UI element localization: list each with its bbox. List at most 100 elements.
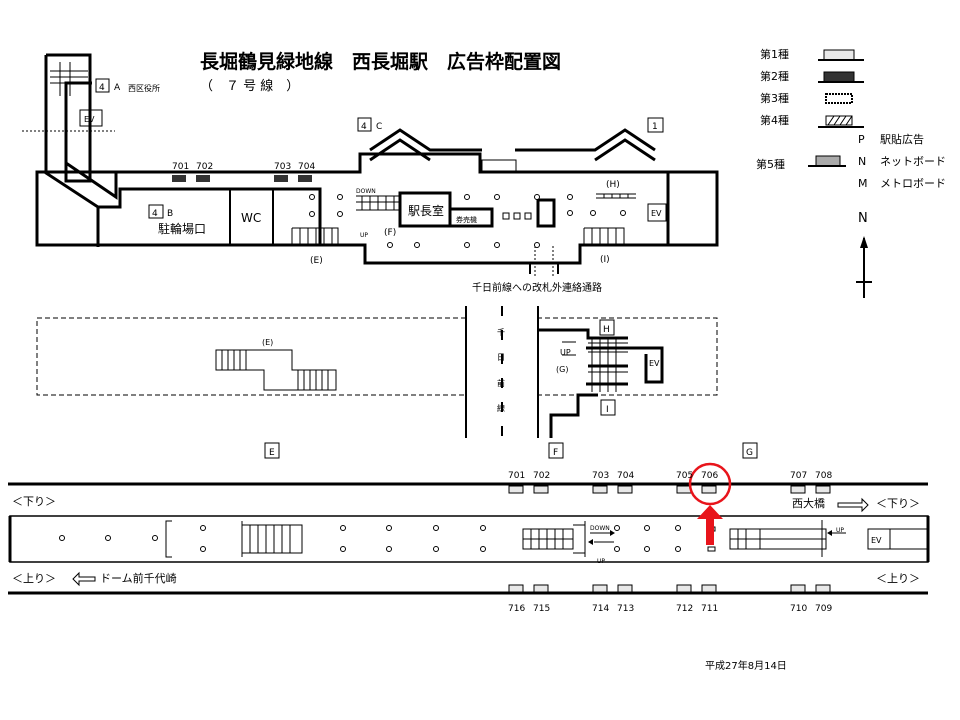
- ad-715: [533, 584, 549, 593]
- ev-label: EV: [84, 115, 95, 124]
- exit-a-number: 4: [99, 83, 105, 93]
- ad-label: 701: [172, 162, 189, 172]
- ad-716: [508, 584, 524, 593]
- down-label: DOWN: [590, 525, 610, 532]
- passage-label: 千日前線への改札外連絡通路: [472, 281, 602, 294]
- ad-713: [617, 584, 633, 593]
- ad-label: 711: [701, 604, 718, 614]
- ad-label: 703: [592, 471, 609, 481]
- ad-label: 710: [790, 604, 807, 614]
- line-name-char: 線: [497, 403, 505, 413]
- ad-703: [274, 175, 288, 182]
- legend-type2: 第2種: [760, 69, 789, 83]
- ad-709: [815, 584, 831, 593]
- legend-type3-swatch: [825, 93, 853, 104]
- ad-label: 709: [815, 604, 832, 614]
- wc-label: WC: [241, 211, 261, 225]
- exit-h-label: H: [603, 325, 610, 335]
- ticket-machine-label: 券売機: [456, 215, 477, 224]
- ad-711: [701, 584, 717, 593]
- line-name-char: 千: [497, 327, 505, 337]
- legend-p-label: 駅貼広告: [880, 132, 924, 146]
- up-label: UP: [560, 348, 571, 357]
- zone-e-label: E: [269, 448, 275, 458]
- up-label: UP: [597, 558, 605, 565]
- legend-type4-swatch: [825, 115, 853, 126]
- legend-type4: 第4種: [760, 113, 789, 127]
- ad-label: 713: [617, 604, 634, 614]
- legend-n-letter: N: [858, 155, 866, 168]
- exit-b-letter: B: [167, 209, 173, 219]
- highlight-arrow-icon: [697, 505, 723, 545]
- ad-704: [298, 175, 312, 182]
- station-office-label: 駅長室: [408, 203, 444, 218]
- north-arrow-icon: [856, 236, 872, 298]
- up-destination: ドーム前千代崎: [100, 571, 177, 585]
- ad-703: [592, 485, 608, 494]
- legend-n-label: ネットボード: [880, 155, 946, 168]
- ad-706: [701, 485, 717, 494]
- legend-type5-swatch: [815, 155, 841, 167]
- highlight-circle: [688, 462, 732, 506]
- exit-i-label: I: [606, 405, 609, 415]
- zone-f-label: F: [553, 448, 558, 458]
- down-direction-label: ＜下り＞: [12, 495, 56, 508]
- ev-label: EV: [649, 359, 660, 368]
- legend-m-letter: M: [858, 177, 868, 190]
- ad-702: [533, 485, 549, 494]
- ad-label: 706: [701, 471, 718, 481]
- ad-708: [815, 485, 831, 494]
- ad-label: 715: [533, 604, 550, 614]
- stair-e-label: (E): [262, 338, 273, 347]
- legend-type5: 第5種: [756, 157, 785, 171]
- ad-704: [617, 485, 633, 494]
- stair-i-label: (I): [600, 255, 610, 265]
- north-label: N: [858, 211, 868, 226]
- ad-label: 708: [815, 471, 832, 481]
- legend-p-letter: P: [858, 133, 865, 146]
- ad-label: 705: [676, 471, 693, 481]
- line-name-char: 前: [497, 378, 505, 388]
- ad-714: [592, 584, 608, 593]
- ad-label: 703: [274, 162, 291, 172]
- ad-710: [790, 584, 806, 593]
- exit-c-number: 4: [361, 122, 367, 132]
- ad-702: [196, 175, 210, 182]
- legend-type2-swatch: [823, 71, 855, 83]
- up-label: UP: [836, 527, 844, 534]
- up-direction-label: ＜上り＞: [876, 572, 920, 585]
- ad-label: 712: [676, 604, 693, 614]
- ad-701: [172, 175, 186, 182]
- legend-type3: 第3種: [760, 91, 789, 105]
- exit-a-letter: A: [114, 83, 121, 93]
- ev-label: EV: [651, 209, 662, 218]
- ev-label: EV: [871, 536, 882, 545]
- concourse-floor: [22, 53, 719, 276]
- exit-b-name: 駐輪場口: [158, 221, 206, 236]
- ad-label: 701: [508, 471, 525, 481]
- exit-a-name: 西区役所: [128, 83, 160, 93]
- stair-h-label: (H): [606, 180, 620, 190]
- diagram-subtitle: （ ７ 号 線 ）: [200, 78, 299, 94]
- ad-label: 704: [617, 471, 634, 481]
- ad-label: 714: [592, 604, 609, 614]
- stair-f-label: (F): [384, 228, 396, 238]
- ad-712: [676, 584, 692, 593]
- stair-e-label: (E): [310, 256, 323, 266]
- platform: [8, 442, 930, 595]
- ad-label: 707: [790, 471, 807, 481]
- middle-level: [36, 306, 718, 438]
- legend-type1: 第1種: [760, 47, 789, 61]
- up-direction-label: ＜上り＞: [12, 572, 56, 585]
- exit-c-letter: C: [376, 122, 382, 132]
- ad-label: 702: [196, 162, 213, 172]
- line-name-char: 日: [497, 353, 505, 362]
- date-label: 平成27年8月14日: [705, 659, 787, 672]
- legend-type1-swatch: [823, 49, 855, 61]
- ad-707: [790, 485, 806, 494]
- diagram-title: 長堀鶴見緑地線 西長堀駅 広告枠配置図: [200, 50, 561, 73]
- down-label: DOWN: [356, 188, 376, 195]
- ad-705: [676, 485, 692, 494]
- exit-b-number: 4: [152, 209, 158, 219]
